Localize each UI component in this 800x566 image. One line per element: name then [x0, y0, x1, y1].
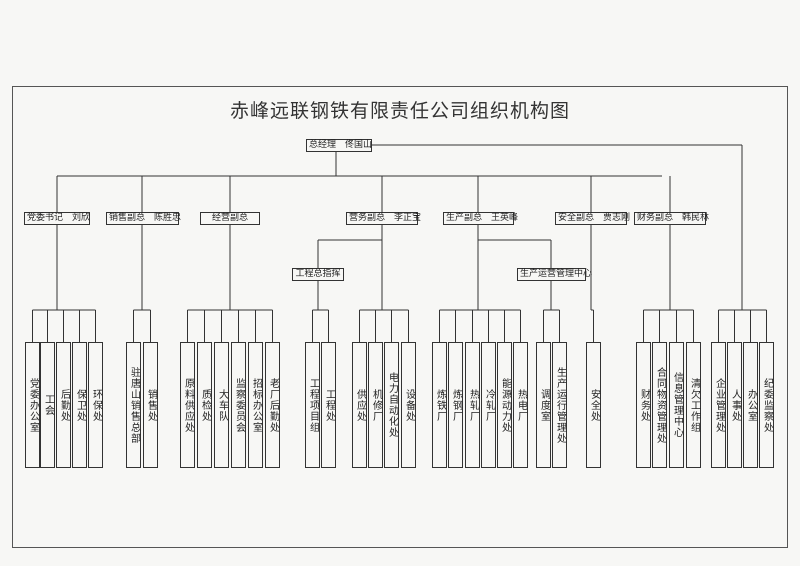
- vp-box: 销售副总 陈胜忠: [106, 212, 181, 225]
- dept-box: 设备处: [401, 342, 416, 468]
- dept-box: 老厂后勤处: [265, 342, 280, 468]
- sub-box: 生产运营管理中心: [517, 268, 592, 281]
- dept-box: 招标办公室: [248, 342, 263, 468]
- vp-box: 生产副总 王英峰: [443, 212, 518, 225]
- dept-box: 电力自动化处: [384, 342, 399, 468]
- dept-box: 人事处: [727, 342, 742, 468]
- dept-box: 炼铁厂: [432, 342, 447, 468]
- dept-box: 安全处: [586, 342, 601, 468]
- dept-box: 监察委员会: [231, 342, 246, 468]
- vp-box: 安全副总 贾志刚: [555, 212, 630, 225]
- dept-box: 质检处: [197, 342, 212, 468]
- dept-box: 能源动力处: [497, 342, 512, 468]
- dept-box: 热电厂: [513, 342, 528, 468]
- chart-title: 赤峰远联钢铁有限责任公司组织机构图: [229, 100, 570, 122]
- dept-box: 后勤处: [56, 342, 71, 468]
- diagram-frame: [12, 86, 788, 548]
- dept-box: 炼钢厂: [448, 342, 463, 468]
- vp-box: 党委书记 刘欣: [24, 212, 90, 225]
- dept-box: 合同物资管理处: [652, 342, 667, 468]
- ceo-box: 总经理 佟国山: [306, 139, 372, 152]
- dept-box: 工程项目组: [305, 342, 320, 468]
- dept-box: 调度室: [536, 342, 551, 468]
- dept-box: 机修厂: [368, 342, 383, 468]
- dept-box: 冷轧厂: [481, 342, 496, 468]
- dept-box: 供应处: [352, 342, 367, 468]
- dept-box: 纪委监察处: [759, 342, 774, 468]
- dept-box: 原料供应处: [180, 342, 195, 468]
- dept-box: 财务处: [636, 342, 651, 468]
- dept-box: 工会: [40, 342, 55, 468]
- vp-box: 营务副总 李正宝: [346, 212, 421, 225]
- dept-box: 企业管理处: [711, 342, 726, 468]
- dept-box: 清欠工作组: [686, 342, 701, 468]
- dept-box: 党委办公室: [25, 342, 40, 468]
- vp-box: 经营副总: [200, 212, 260, 225]
- dept-box: 工程处: [321, 342, 336, 468]
- dept-box: 热轧厂: [465, 342, 480, 468]
- sub-box: 工程总指挥: [292, 268, 344, 281]
- dept-box: 生产运行管理处: [552, 342, 567, 468]
- dept-box: 大车队: [214, 342, 229, 468]
- dept-box: 驻唐山销售总部: [126, 342, 141, 468]
- dept-box: 保卫处: [72, 342, 87, 468]
- dept-box: 信息管理中心: [669, 342, 684, 468]
- dept-box: 环保处: [88, 342, 103, 468]
- dept-box: 销售处: [143, 342, 158, 468]
- dept-box: 办公室: [743, 342, 758, 468]
- vp-box: 财务副总 韩民林: [634, 212, 709, 225]
